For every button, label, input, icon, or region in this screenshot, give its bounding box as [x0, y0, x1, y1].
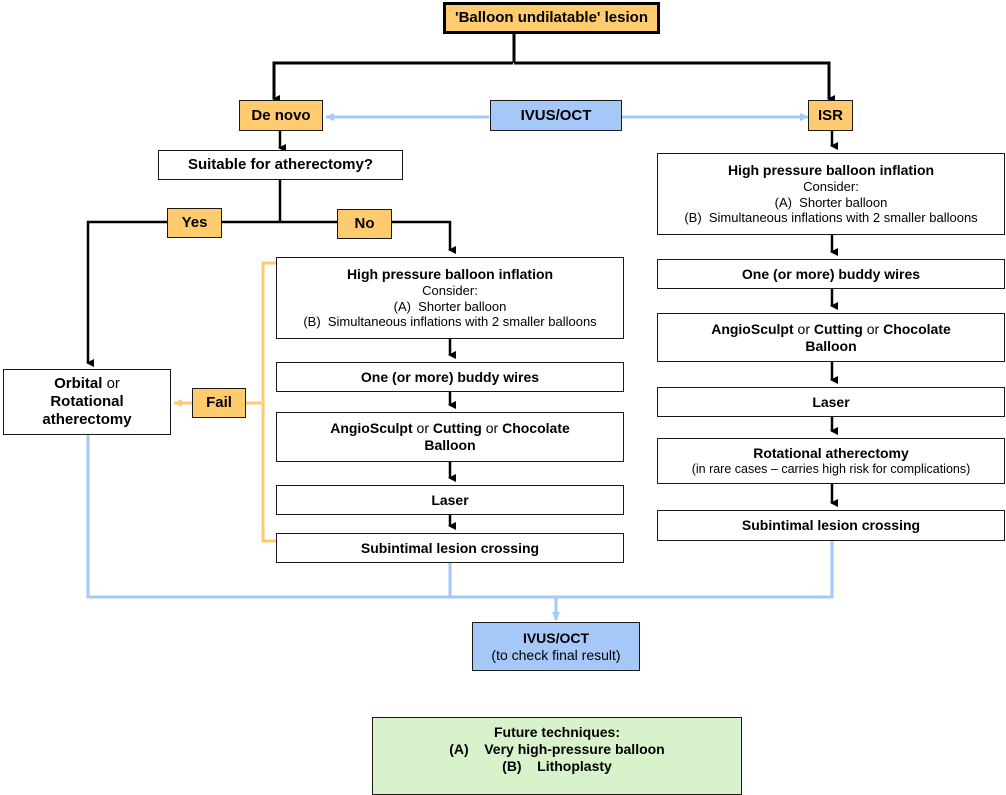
isr-hp-title: High pressure balloon inflation	[727, 162, 935, 179]
question-text: Suitable for atherectomy?	[187, 156, 374, 173]
isr-rota-title: Rotational atherectomy	[753, 445, 909, 462]
future-techniques-box: Future techniques: (A) Very high-pressur…	[372, 717, 742, 795]
isr-buddy-text: One (or more) buddy wires	[741, 265, 921, 282]
isr-angio-line1: AngioSculpt or Cutting or Chocolate	[711, 321, 951, 338]
line-top-left	[272, 61, 513, 103]
denovo-hp-title: High pressure balloon inflation	[346, 266, 554, 283]
or-text: or	[481, 420, 503, 437]
denovo-box: De novo	[239, 100, 323, 131]
line-top-right	[514, 61, 835, 103]
line-fail-loop	[261, 261, 276, 543]
or-text: or	[102, 375, 120, 392]
isr-hp-box: High pressure balloon inflation Consider…	[657, 153, 1005, 235]
isr-subintimal-text: Subintimal lesion crossing	[741, 517, 921, 534]
angiosculpt-text: AngioSculpt	[330, 420, 413, 437]
final-check-note: (to check final result)	[491, 646, 621, 663]
denovo-angio-line2: Balloon	[424, 437, 476, 453]
future-title: Future techniques:	[493, 724, 620, 740]
isr-hp-consider: Consider:	[803, 179, 859, 194]
isr-hp-b: (B) Simultaneous inflations with 2 small…	[684, 210, 978, 226]
isr-hp-a: (A) Shorter balloon	[774, 194, 888, 210]
isr-laser-text: Laser	[812, 393, 850, 410]
no-label-box: No	[337, 209, 392, 239]
denovo-subintimal-text: Subintimal lesion crossing	[360, 539, 540, 556]
final-check-box: IVUS/OCT (to check final result)	[472, 622, 640, 671]
isr-rota-box: Rotational atherectomy (in rare cases – …	[657, 438, 1005, 484]
isr-laser-box: Laser	[657, 387, 1005, 417]
isr-angio-line2: Balloon	[805, 337, 857, 354]
future-item-a: (A) Very high-pressure balloon	[449, 740, 665, 757]
title-box: 'Balloon undilatable' lesion	[443, 2, 660, 34]
or-text: or	[412, 420, 433, 437]
atherectomy-line1: Orbital or	[54, 375, 120, 393]
or-text: or	[862, 320, 884, 337]
denovo-buddy-text: One (or more) buddy wires	[360, 368, 540, 385]
denovo-laser-box: Laser	[276, 485, 624, 515]
fail-text: Fail	[206, 394, 232, 411]
atherectomy-box: Orbital or Rotational atherectomy	[3, 369, 171, 435]
final-check-title: IVUS/OCT	[522, 629, 590, 646]
question-box: Suitable for atherectomy?	[158, 150, 403, 180]
chocolate-text: Chocolate	[502, 420, 570, 437]
denovo-angio-line1: AngioSculpt or Cutting or Chocolate	[330, 420, 570, 437]
imaging-label: IVUS/OCT	[520, 106, 592, 124]
denovo-hp-box: High pressure balloon inflation Consider…	[276, 257, 624, 339]
fail-label-box: Fail	[192, 388, 246, 418]
denovo-hp-consider: Consider:	[422, 283, 478, 298]
denovo-hp-b: (B) Simultaneous inflations with 2 small…	[303, 314, 597, 330]
cutting-text: Cutting	[813, 320, 863, 337]
angiosculpt-text: AngioSculpt	[711, 320, 794, 337]
line-final-left	[86, 431, 834, 599]
future-item-b: (B) Lithoplasty	[502, 757, 612, 774]
chocolate-text: Chocolate	[883, 320, 951, 337]
line-no	[280, 220, 456, 254]
orbital-text: Orbital	[54, 375, 103, 392]
denovo-laser-text: Laser	[431, 491, 469, 508]
denovo-angio-box: AngioSculpt or Cutting or Chocolate Ball…	[276, 412, 624, 462]
isr-subintimal-box: Subintimal lesion crossing	[657, 510, 1005, 541]
atherectomy-line3: atherectomy	[42, 411, 132, 428]
yes-text: Yes	[181, 214, 208, 231]
denovo-label: De novo	[251, 106, 311, 124]
denovo-subintimal-box: Subintimal lesion crossing	[276, 533, 624, 563]
no-text: No	[354, 215, 375, 232]
title-text: 'Balloon undilatable' lesion	[455, 9, 648, 26]
denovo-hp-a: (A) Shorter balloon	[393, 298, 507, 314]
isr-rota-note: (in rare cases – carries high risk for c…	[691, 461, 971, 476]
cutting-text: Cutting	[432, 420, 482, 437]
or-text: or	[793, 320, 814, 337]
isr-buddy-box: One (or more) buddy wires	[657, 259, 1005, 289]
yes-label-box: Yes	[167, 208, 222, 238]
isr-box: ISR	[808, 100, 853, 131]
line-yes	[86, 220, 280, 367]
isr-label: ISR	[817, 106, 843, 124]
atherectomy-line2: Rotational	[50, 393, 124, 410]
imaging-box: IVUS/OCT	[490, 100, 622, 131]
denovo-buddy-box: One (or more) buddy wires	[276, 362, 624, 392]
isr-angio-box: AngioSculpt or Cutting or Chocolate Ball…	[657, 313, 1005, 362]
